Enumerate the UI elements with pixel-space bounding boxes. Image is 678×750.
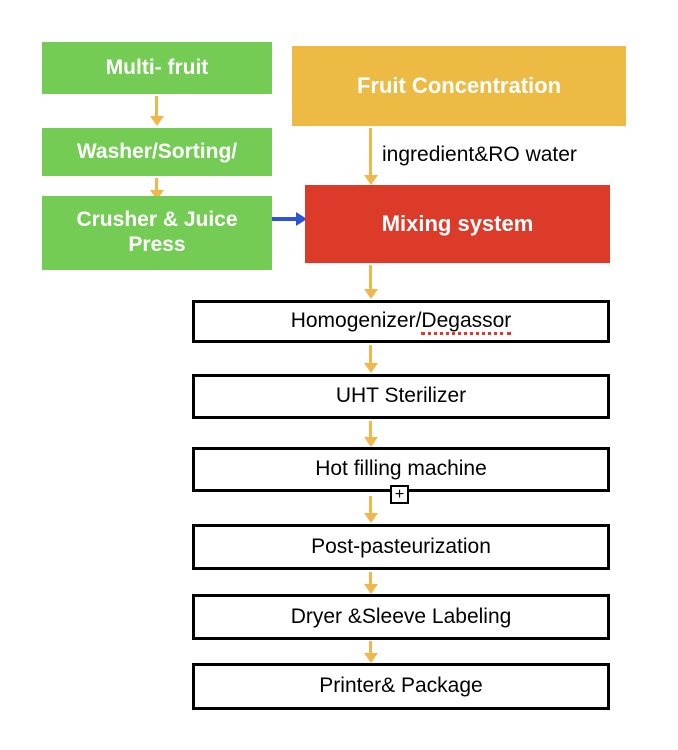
- arrow-multi-fruit-to-washer: [149, 96, 165, 126]
- arrow-washer-to-crusher: [149, 178, 165, 200]
- arrow-shaft: [369, 572, 372, 584]
- arrow-shaft: [369, 421, 372, 437]
- arrow-head: [364, 175, 378, 185]
- node-washer-sorting-label: Washer/Sorting/: [76, 139, 238, 163]
- node-crusher-juice-press[interactable]: Crusher & Juice Press: [42, 196, 272, 270]
- node-fruit-concentration-label: Fruit Concentration: [356, 73, 562, 99]
- node-uht-sterilizer-label: UHT Sterilizer: [335, 384, 467, 408]
- arrow-head: [296, 212, 307, 226]
- node-multi-fruit[interactable]: Multi- fruit: [42, 42, 272, 94]
- node-dryer-sleeve-labeling[interactable]: Dryer &Sleeve Labeling: [192, 594, 610, 640]
- arrow-mixing-system-to-homogenizer: [363, 265, 379, 300]
- node-post-pasteurization-label: Post-pasteurization: [311, 534, 491, 558]
- node-uht-sterilizer[interactable]: UHT Sterilizer: [192, 374, 610, 419]
- edge-caption-ingredient-ro-water: ingredient&RO water: [382, 143, 577, 166]
- node-homogenizer-degassor[interactable]: Homogenizer/Degassor: [192, 300, 610, 343]
- node-homogenizer-degassor-label: Homogenizer/Degassor: [285, 309, 518, 336]
- expand-plus-widget[interactable]: +: [390, 485, 409, 504]
- homogenizer-prefix-text: Homogenizer/: [290, 309, 422, 333]
- node-crusher-juice-press-label: Crusher & Juice Press: [76, 208, 238, 256]
- arrow-shaft: [155, 96, 158, 116]
- arrow-shaft: [369, 641, 372, 653]
- arrow-head: [364, 289, 378, 299]
- arrow-head: [364, 363, 378, 373]
- node-multi-fruit-label: Multi- fruit: [105, 55, 209, 79]
- arrow-shaft: [369, 265, 372, 289]
- node-hot-filling-machine-label: Hot filling machine: [315, 457, 487, 481]
- node-printer-package[interactable]: Printer& Package: [192, 663, 610, 710]
- node-hot-filling-machine[interactable]: Hot filling machine: [192, 447, 610, 492]
- node-mixing-system-label: Mixing system: [381, 211, 534, 237]
- arrow-shaft: [369, 345, 372, 363]
- node-post-pasteurization[interactable]: Post-pasteurization: [192, 524, 610, 570]
- arrow-shaft: [272, 217, 298, 221]
- arrow-hot-filling-to-post-pasteurization: [363, 496, 379, 524]
- arrow-head: [150, 190, 164, 200]
- spellcheck-misspelled-word: Degassor: [421, 309, 512, 336]
- arrow-head: [364, 653, 378, 663]
- node-mixing-system[interactable]: Mixing system: [305, 185, 610, 263]
- arrow-shaft: [155, 178, 158, 190]
- arrow-shaft: [369, 496, 372, 513]
- node-fruit-concentration[interactable]: Fruit Concentration: [292, 46, 626, 126]
- arrow-uht-sterilizer-to-hot-filling: [363, 421, 379, 448]
- arrow-head: [364, 437, 378, 447]
- arrow-crusher-to-mixing-system: [272, 212, 307, 226]
- arrow-homogenizer-to-uht-sterilizer: [363, 345, 379, 374]
- node-dryer-sleeve-labeling-label: Dryer &Sleeve Labeling: [290, 604, 512, 628]
- arrow-head: [364, 584, 378, 594]
- arrow-post-pasteurization-to-dryer: [363, 572, 379, 595]
- arrow-dryer-to-printer-package: [363, 641, 379, 664]
- arrow-shaft: [369, 128, 372, 175]
- plus-icon: +: [394, 485, 405, 503]
- arrow-head: [150, 116, 164, 126]
- arrow-fruit-concentration-to-mixing-system: [363, 128, 379, 186]
- node-printer-package-label: Printer& Package: [319, 674, 483, 698]
- node-washer-sorting[interactable]: Washer/Sorting/: [42, 128, 272, 176]
- arrow-head: [364, 513, 378, 523]
